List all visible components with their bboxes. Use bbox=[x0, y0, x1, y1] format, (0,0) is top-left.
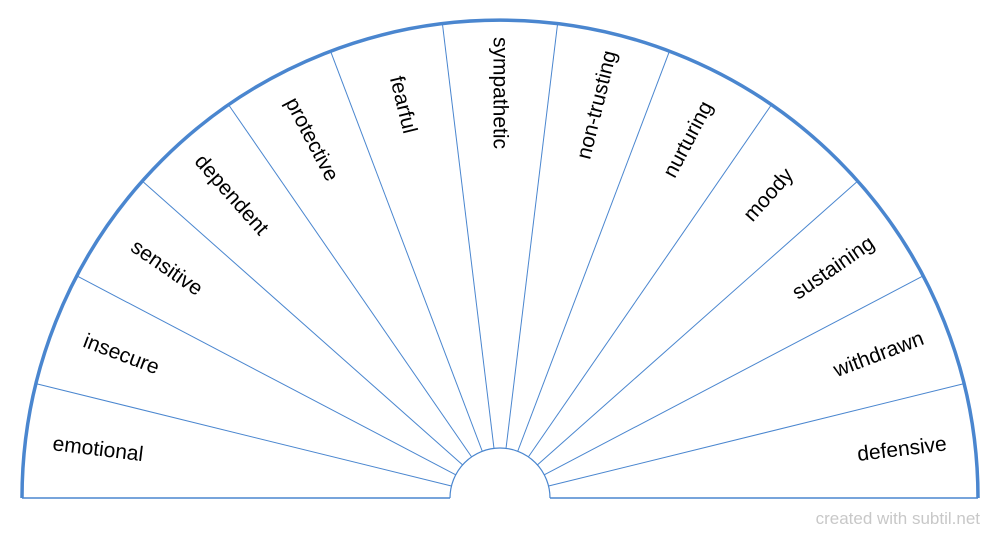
sector-label: nurturing bbox=[659, 97, 718, 181]
sector-label: protective bbox=[280, 94, 343, 185]
sector-label: sensitive bbox=[127, 235, 207, 300]
sector-divider bbox=[544, 275, 924, 476]
sector-divider bbox=[141, 180, 463, 466]
sector-divider bbox=[441, 23, 495, 449]
sector-label: defensive bbox=[856, 432, 948, 466]
sector-label: sympathetic bbox=[489, 37, 512, 149]
credit-text: created with subtil.net bbox=[815, 509, 980, 528]
sector-divider bbox=[35, 383, 452, 487]
sector-divider bbox=[527, 104, 772, 458]
sector-label: withdrawn bbox=[829, 327, 926, 382]
sector-label: fearful bbox=[385, 74, 421, 136]
sector-label: moody bbox=[739, 163, 798, 226]
sector-label: emotional bbox=[51, 432, 144, 466]
sector-label: dependent bbox=[190, 150, 273, 240]
sector-dividers bbox=[22, 23, 978, 499]
sector-label: insecure bbox=[80, 330, 162, 380]
center-hub bbox=[449, 447, 551, 499]
sector-divider bbox=[228, 104, 473, 458]
sector-divider bbox=[537, 180, 859, 466]
sector-divider bbox=[76, 275, 456, 476]
sector-label: non-trusting bbox=[572, 48, 621, 161]
sector-divider bbox=[505, 23, 559, 449]
sector-labels: emotional insecure sensitivedependentprote… bbox=[51, 37, 948, 466]
sector-label: sustaining bbox=[788, 232, 879, 305]
outer-arc bbox=[20, 18, 980, 499]
sector-divider bbox=[517, 50, 670, 452]
sector-divider bbox=[548, 383, 965, 487]
sector-divider bbox=[330, 50, 483, 452]
